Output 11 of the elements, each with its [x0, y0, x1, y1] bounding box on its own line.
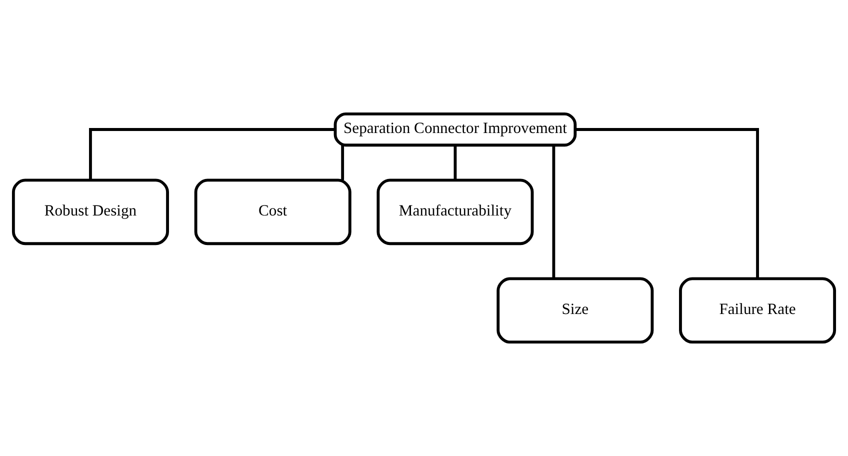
connector [552, 145, 556, 279]
connector [576, 128, 759, 278]
node-box: Size [496, 277, 654, 344]
connector [454, 145, 457, 180]
connector [341, 145, 344, 180]
node-box: Manufacturability [376, 178, 534, 246]
node-box: Cost [194, 178, 352, 246]
connector [89, 128, 336, 180]
node-box: Failure Rate [679, 277, 836, 344]
node-box: Robust Design [12, 178, 169, 246]
node-box: Separation Connector Improvement [334, 112, 577, 147]
